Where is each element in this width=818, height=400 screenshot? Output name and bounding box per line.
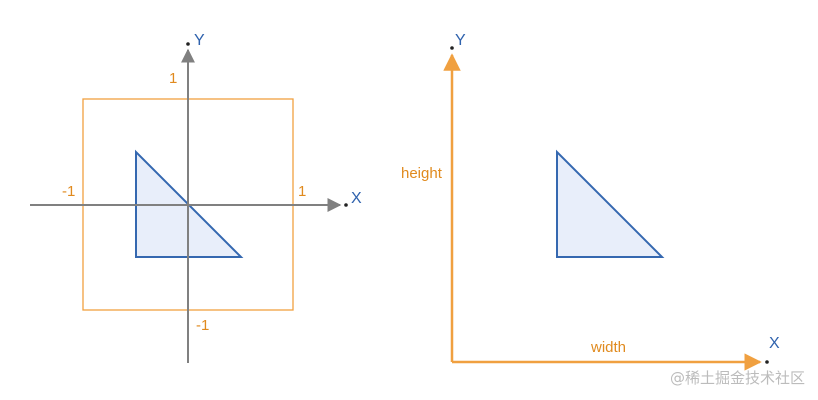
x-axis-left-end-dot <box>344 203 348 207</box>
triangle-screen <box>556 149 665 258</box>
tick-label-right: 1 <box>298 183 306 200</box>
height-label: height <box>401 165 443 182</box>
y-axis-label-right: Y <box>455 32 466 49</box>
width-label: width <box>590 339 626 356</box>
y-axis-right-end-dot <box>450 46 454 50</box>
tick-label-bottom: -1 <box>196 317 209 334</box>
x-axis-label-left: X <box>351 190 362 207</box>
y-axis-label-left: Y <box>194 32 205 49</box>
watermark-text: @稀土掘金技术社区 <box>670 369 805 387</box>
right-panel: Y X height width <box>401 32 780 371</box>
tick-label-left: -1 <box>62 183 75 200</box>
x-axis-right-end-dot <box>765 360 769 364</box>
tick-label-top: 1 <box>169 70 177 87</box>
left-panel: Y X 1 -1 1 -1 <box>30 32 362 363</box>
x-axis-label-right: X <box>769 335 780 352</box>
y-axis-left-end-dot <box>186 42 190 46</box>
